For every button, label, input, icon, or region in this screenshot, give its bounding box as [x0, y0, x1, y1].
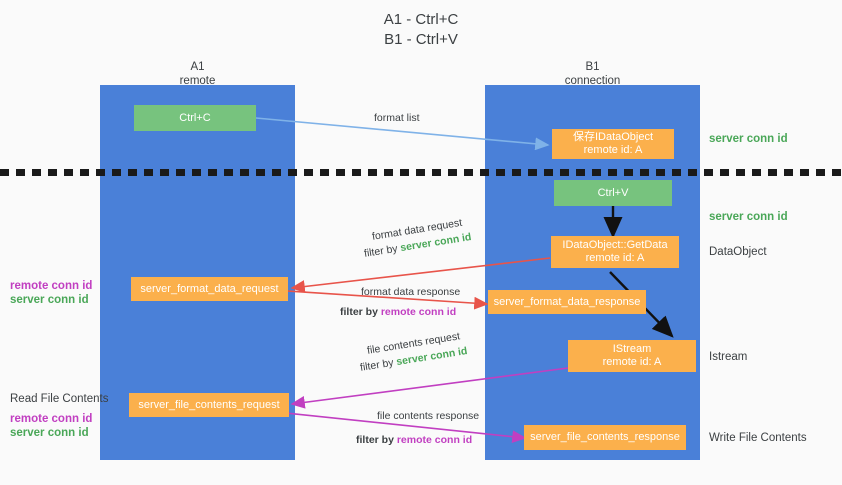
- label-server-conn-id-2: server conn id: [10, 427, 89, 439]
- node-save-dataobject-line1: 保存IDataObject: [572, 131, 654, 143]
- label-read-file-contents: Read File Contents: [10, 393, 109, 405]
- node-save-dataobject-line2: remote id: A: [583, 144, 643, 156]
- label-server-conn-id-top: server conn id: [709, 133, 788, 145]
- lane-header-a1: A1 remote: [100, 60, 295, 88]
- node-ctrl-v[interactable]: Ctrl+V: [554, 180, 672, 206]
- label-write-file-contents: Write File Contents: [709, 432, 807, 444]
- label-istream: Istream: [709, 351, 748, 363]
- node-server-file-contents-response-line1: server_file_contents_response: [530, 431, 680, 443]
- node-getdata-line2: remote id: A: [585, 252, 645, 264]
- label-server-conn-id-1: server conn id: [10, 294, 89, 306]
- caption-format-data-response-filter-prefix: filter by: [340, 306, 381, 318]
- node-istream-line1: IStream: [612, 343, 652, 355]
- title-line-2: B1 - Ctrl+V: [384, 31, 458, 48]
- lane-header-b1: B1 connection: [485, 60, 700, 88]
- node-getdata[interactable]: IDataObject::GetData remote id: A: [551, 236, 679, 268]
- node-save-dataobject[interactable]: 保存IDataObject remote id: A: [552, 129, 674, 159]
- title-line-1: A1 - Ctrl+C: [383, 11, 459, 28]
- lane-header-a1-name: A1: [190, 61, 205, 73]
- node-server-file-contents-response[interactable]: server_file_contents_response: [524, 425, 686, 450]
- lane-header-b1-sub: connection: [564, 75, 621, 87]
- label-remote-conn-id-1: remote conn id: [10, 280, 93, 292]
- node-server-file-contents-request-line1: server_file_contents_request: [138, 398, 280, 411]
- caption-format-data-response-filter-value: remote conn id: [380, 306, 457, 318]
- lane-header-a1-sub: remote: [179, 75, 216, 87]
- caption-file-contents-response-filter-prefix: filter by: [356, 434, 397, 446]
- edge-file-contents-request: [290, 367, 569, 409]
- node-server-format-data-request-line1: server_format_data_request: [140, 282, 279, 295]
- caption-file-contents-response: file contents response: [377, 410, 480, 422]
- node-server-file-contents-request[interactable]: server_file_contents_request: [129, 393, 289, 417]
- edge-format-list: [255, 117, 550, 151]
- node-getdata-line1: IDataObject::GetData: [562, 239, 668, 251]
- node-ctrl-c[interactable]: Ctrl+C: [134, 105, 256, 131]
- node-server-format-data-request[interactable]: server_format_data_request: [131, 277, 288, 301]
- caption-file-contents-response-filter-value: remote conn id: [396, 434, 473, 446]
- caption-file-contents-response-filter: filter by remote conn id: [356, 433, 472, 447]
- node-server-format-data-response-line1: server_format_data_response: [493, 295, 641, 308]
- node-istream[interactable]: IStream remote id: A: [568, 340, 696, 372]
- node-ctrl-v-line1: Ctrl+V: [597, 186, 629, 199]
- label-server-conn-id-mid: server conn id: [709, 211, 788, 223]
- caption-format-list: format list: [374, 112, 420, 124]
- lane-header-b1-name: B1: [585, 61, 600, 73]
- label-dataobject: DataObject: [709, 246, 767, 258]
- edge-format-data-request: [290, 257, 551, 293]
- node-ctrl-c-line1: Ctrl+C: [179, 111, 211, 124]
- label-remote-conn-id-2: remote conn id: [10, 413, 93, 425]
- phase-divider: [0, 169, 842, 176]
- caption-format-data-response: format data response: [361, 286, 461, 298]
- page-title: A1 - Ctrl+C B1 - Ctrl+V: [0, 10, 842, 50]
- node-istream-line2: remote id: A: [602, 356, 662, 368]
- caption-format-data-response-filter: filter by remote conn id: [340, 305, 456, 319]
- node-server-format-data-response[interactable]: server_format_data_response: [488, 290, 646, 314]
